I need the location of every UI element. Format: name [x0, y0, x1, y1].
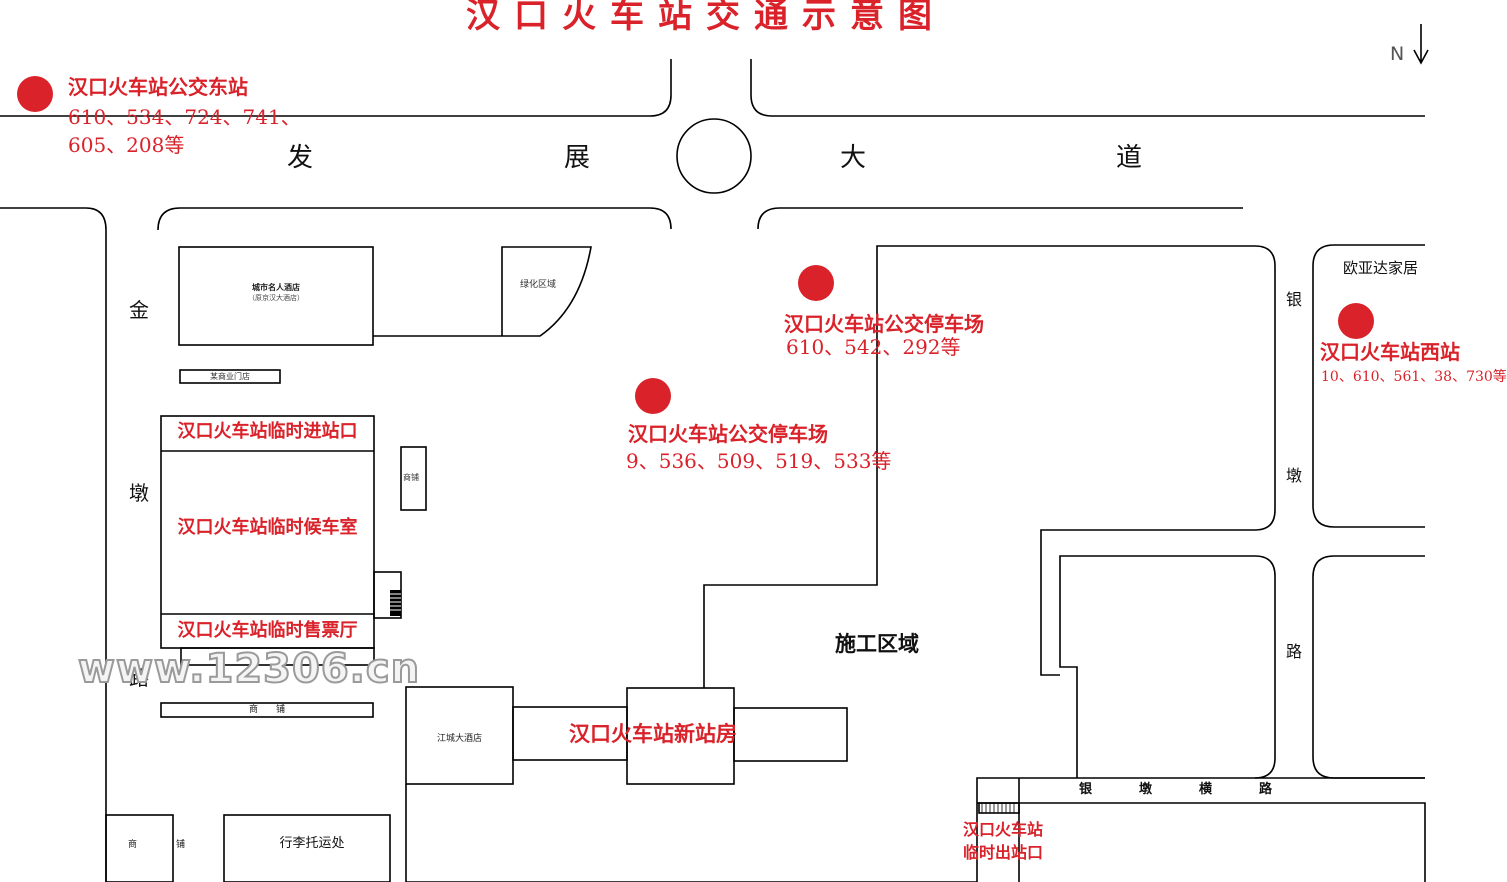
- watermark: www.12306.cn: [77, 645, 421, 693]
- road-label-yindun-3: 路: [1286, 642, 1303, 661]
- shop-strip-label: 某商业门店: [210, 372, 250, 381]
- station-base-shape: [180, 647, 375, 666]
- east-block-shape: [1312, 555, 1425, 779]
- road-edge-jindun-west: [0, 207, 107, 882]
- bus-stop-name-parking-1: 汉口火车站公交停车场: [784, 312, 984, 336]
- bus-stop-marker-parking-2: [635, 378, 671, 414]
- road-label-yindun-2: 墩: [1286, 466, 1303, 485]
- site-bottom-edge: [405, 777, 1425, 882]
- luggage-office-label: 行李托运处: [279, 836, 345, 851]
- road-edge-fazhan-se: [757, 207, 1243, 230]
- shops-bottom-shape: [160, 702, 374, 718]
- road-edge-yindunheng: [977, 802, 1426, 882]
- ouyada-block-shape: [1312, 244, 1425, 528]
- kiosk-shape: [400, 446, 427, 511]
- road-label-yindunheng-4: 路: [1259, 782, 1273, 797]
- bus-stop-name-west: 汉口火车站西站: [1320, 340, 1460, 364]
- road-label-fazhan-3: 大: [840, 143, 867, 173]
- road-label-jindun-3: 路: [129, 666, 149, 690]
- green-area-label: 绿化区域: [520, 280, 557, 290]
- jiangcheng-hotel-label: 江城大酒店: [436, 734, 482, 744]
- temp-waiting-room-label: 汉口火车站临时候车室: [177, 517, 358, 538]
- shops-bottom-label: 商 铺: [248, 705, 285, 715]
- roundabout: [676, 118, 752, 194]
- compass-north-label: N: [1390, 43, 1405, 65]
- road-label-fazhan-4: 道: [1116, 143, 1143, 173]
- road-label-yindunheng-3: 横: [1199, 782, 1213, 797]
- bus-stop-routes-east-2: 605、208等: [68, 133, 185, 157]
- temp-entrance-label: 汉口火车站临时进站口: [177, 421, 358, 442]
- bus-stop-name-parking-2: 汉口火车站公交停车场: [628, 422, 828, 446]
- road-label-yindun-1: 银: [1286, 290, 1303, 309]
- temp-ticket-office-label: 汉口火车站临时售票厅: [177, 620, 358, 641]
- bus-stop-routes-west: 10、610、561、38、730等: [1321, 369, 1507, 385]
- bus-stop-marker-parking-1: [798, 265, 834, 301]
- bus-stop-name-east: 汉口火车站公交东站: [68, 75, 248, 99]
- bus-stop-routes-east-1: 610、534、724、741、: [68, 105, 301, 129]
- hotel-celebrity-sublabel: （原京汉大酒店）: [248, 294, 304, 302]
- road-label-fazhan-2: 展: [564, 143, 591, 173]
- shop-bottom-left-label-1: 商: [128, 840, 138, 850]
- bus-stop-marker-west: [1338, 303, 1374, 339]
- new-station-label: 汉口火车站新站房: [569, 722, 737, 746]
- temp-exit-label-2: 临时出站口: [963, 843, 1044, 862]
- bus-stop-marker-east: [17, 76, 53, 112]
- temp-exit-label-1: 汉口火车站: [963, 820, 1044, 839]
- road-label-fazhan-1: 发: [287, 143, 314, 173]
- map-title: 汉口火车站交通示意图: [466, 0, 946, 36]
- bus-stop-routes-parking-2: 9、536、509、519、533等: [626, 449, 892, 473]
- inner-block-east: [1059, 555, 1276, 779]
- construction-area-label: 施工区域: [835, 632, 919, 656]
- kiosk-label: 商铺: [403, 473, 419, 482]
- hotel-celebrity-label: 城市名人酒店: [252, 283, 300, 292]
- luggage-office-shape: [223, 814, 391, 882]
- road-label-jindun-1: 金: [129, 298, 149, 322]
- road-label-yindunheng-2: 墩: [1139, 782, 1153, 797]
- stairs-fill: [390, 590, 401, 616]
- ouyada-label: 欧亚达家居: [1343, 259, 1419, 277]
- new-station-right-shape: [733, 707, 848, 762]
- bus-stop-routes-parking-1: 610、542、292等: [786, 335, 961, 359]
- construction-area-outline: [703, 245, 1276, 688]
- shop-strip-shape: [179, 369, 281, 384]
- hotel-celebrity-shape: [178, 246, 374, 346]
- road-edge-fazhan-sw: [157, 207, 672, 231]
- shop-bottom-left-label-2: 铺: [176, 840, 186, 850]
- green-area-shape: [373, 246, 592, 337]
- road-label-yindunheng-1: 银: [1079, 782, 1093, 797]
- road-edge-fazhan-ne: [750, 59, 1425, 117]
- road-label-jindun-2: 墩: [129, 481, 149, 505]
- shop-bottom-left-shape: [105, 814, 174, 882]
- compass-arrow: [1413, 24, 1429, 65]
- road-edge-fazhan-nw: [0, 59, 672, 117]
- exit-marker-shape: [978, 802, 1020, 814]
